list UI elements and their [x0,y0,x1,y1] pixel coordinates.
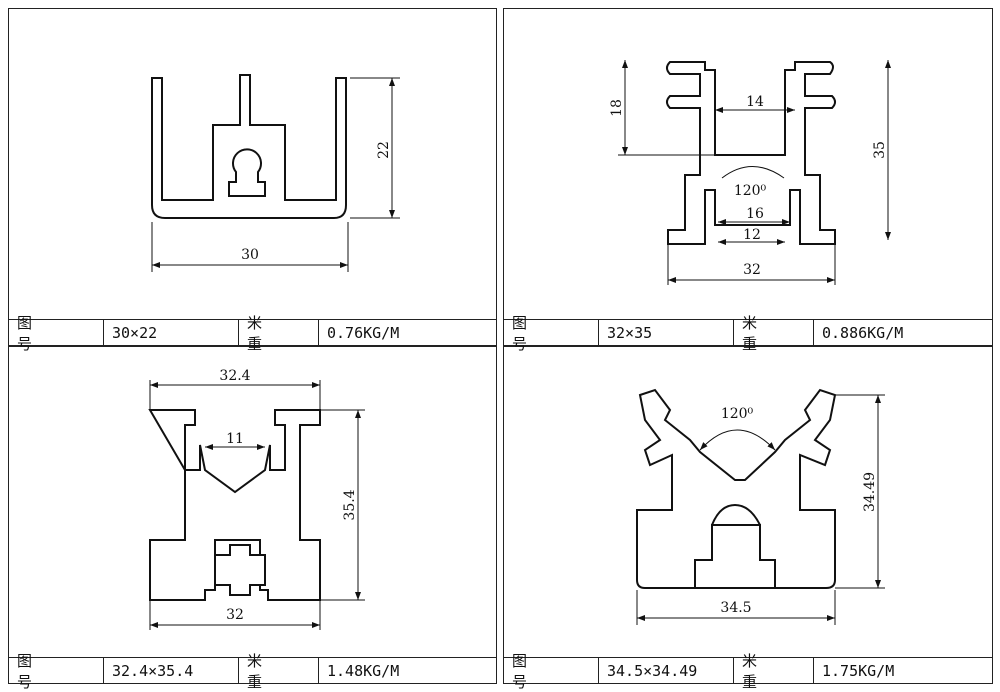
svg-text:35: 35 [872,141,888,159]
profile-1-dims: 22 30 [151,77,400,272]
svg-text:35.4: 35.4 [342,489,358,520]
weight-label: 米 重 [734,652,814,691]
svg-text:32: 32 [226,607,244,623]
weight-label: 米 重 [239,652,319,691]
svg-text:120⁰: 120⁰ [734,183,767,199]
weight-value: 1.48KG/M [327,661,400,680]
profile-3-shape [148,409,321,601]
drawing-no-value: 34.5×34.49 [599,658,734,683]
svg-text:120⁰: 120⁰ [721,406,754,422]
svg-text:32.4: 32.4 [219,368,250,384]
drawing-no-label: 图 号 [9,314,104,353]
svg-text:11: 11 [226,431,244,447]
svg-text:18: 18 [609,99,625,117]
svg-text:22: 22 [376,141,392,159]
weight-value: 0.886KG/M [822,323,904,342]
drawing-no-label: 图 号 [504,652,599,691]
drawing-no-label: 图 号 [9,652,104,691]
weight-value: 1.75KG/M [822,661,895,680]
profile-4-dims: 120⁰ 34.49 34.5 [636,394,885,625]
svg-text:34.49: 34.49 [862,472,878,512]
profile-1-shape [151,74,347,219]
weight-label: 米 重 [239,314,319,353]
svg-text:16: 16 [746,206,764,222]
weight-value: 0.76KG/M [327,323,400,342]
svg-text:12: 12 [743,227,761,243]
svg-text:30: 30 [241,247,259,263]
info-row-1: 图 号 30×22 米 重 0.76KG/M [8,314,497,353]
info-row-4: 图 号 34.5×34.49 米 重 1.75KG/M [503,652,993,691]
drawing-no-value: 32.4×35.4 [104,658,239,683]
profile-2-dims: 18 35 14 120⁰ 16 12 32 [609,60,891,285]
profile-4-shape [636,388,837,589]
drawing-no-label: 图 号 [504,314,599,353]
svg-text:32: 32 [743,262,761,278]
weight-label: 米 重 [734,314,814,353]
drawing-no-value: 30×22 [104,320,239,345]
drawing-no-value: 32×35 [599,320,734,345]
info-row-2: 图 号 32×35 米 重 0.886KG/M [503,314,993,353]
svg-text:34.5: 34.5 [720,600,751,616]
svg-text:14: 14 [746,94,764,110]
info-row-3: 图 号 32.4×35.4 米 重 1.48KG/M [8,652,497,691]
profile-3-dims: 32.4 11 35.4 32 [149,368,365,630]
